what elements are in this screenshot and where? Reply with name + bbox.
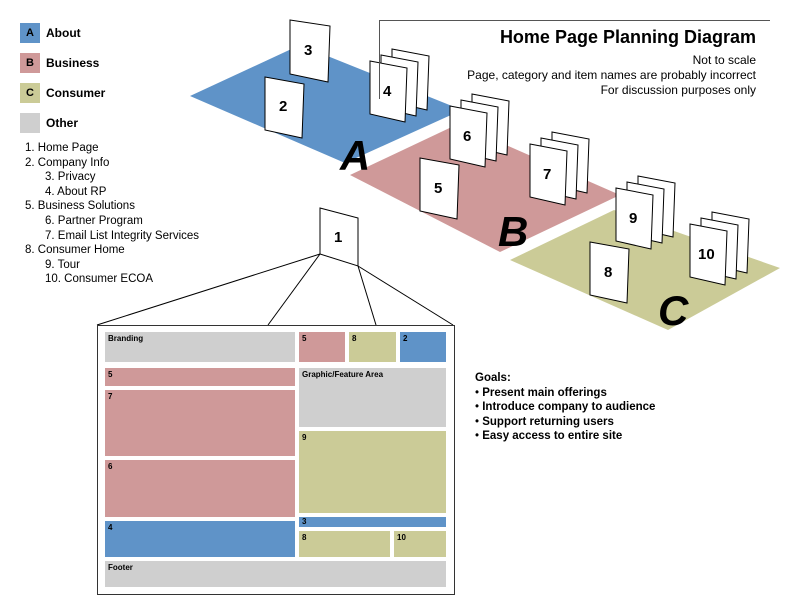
- wire-email-services: 7: [105, 390, 295, 456]
- page-list-item: 3. Privacy: [45, 171, 96, 184]
- note-line: For discussion purposes only: [600, 83, 756, 97]
- goals: Goals: Present main offerings Introduce …: [475, 371, 655, 444]
- plane-b: [350, 124, 620, 252]
- home-page-wireframe: Branding 5 8 2 5 7 6 4 Graphic/Feature A…: [97, 325, 455, 595]
- goal-item: Introduce company to audience: [475, 400, 655, 415]
- page-card-2-label: 2: [279, 98, 287, 115]
- title-box: Home Page Planning Diagram Not to scale …: [379, 20, 770, 99]
- page-list-item: 7. Email List Integrity Services: [45, 229, 200, 242]
- page-list-item: 4. About RP: [45, 185, 107, 198]
- legend-swatch-c: C: [20, 83, 40, 103]
- legend-label-consumer: Consumer: [46, 86, 106, 100]
- page-card-9-label: 9: [629, 210, 637, 227]
- wire-top-about: 2: [400, 332, 446, 362]
- plane-a-letter: A: [339, 132, 370, 179]
- page-card-8: [589, 241, 630, 304]
- page-card-9: [615, 187, 654, 250]
- legend-item-about: A About: [20, 23, 81, 43]
- diagram-title: Home Page Planning Diagram: [499, 27, 756, 47]
- wire-footer: Footer: [105, 561, 446, 587]
- page-list-item: 8. Consumer Home: [25, 244, 125, 257]
- legend-label-business: Business: [46, 56, 100, 70]
- page-list-item: 6. Partner Program: [45, 214, 143, 227]
- wire-top-business: 5: [299, 332, 345, 362]
- wire-partner-program: 6: [105, 460, 295, 517]
- page-list-item: 2. Company Info: [25, 156, 110, 169]
- legend-item-consumer: C Consumer: [20, 83, 105, 103]
- page-card-6: [449, 105, 488, 168]
- plane-c-letter: C: [658, 287, 689, 334]
- legend-swatch-a: A: [20, 23, 40, 43]
- page-card-1-label: 1: [334, 229, 342, 246]
- page-card-3: [289, 19, 331, 83]
- goal-item: Present main offerings: [475, 386, 655, 401]
- page-card-2: [264, 76, 305, 139]
- plane-a: [190, 45, 462, 163]
- wire-consumer-home: 8: [299, 531, 390, 557]
- goal-item: Easy access to entire site: [475, 429, 655, 444]
- page-list-item: 9. Tour: [45, 258, 80, 271]
- page-card-5: [419, 157, 460, 220]
- page-card-4-label: 4: [383, 83, 392, 100]
- note-line: Not to scale: [692, 53, 756, 67]
- note-line: Page, category and item names are probab…: [467, 68, 756, 82]
- zoom-lines: [96, 253, 454, 326]
- page-list-item: 1. Home Page: [25, 142, 99, 154]
- plane-c: [510, 210, 780, 330]
- wire-business-solutions: 5: [105, 368, 295, 386]
- page-card-3-label: 3: [304, 42, 312, 59]
- page-card-10: [689, 223, 728, 286]
- goal-item: Support returning users: [475, 415, 655, 430]
- wire-top-consumer: 8: [349, 332, 396, 362]
- plane-b-letter: B: [498, 208, 528, 255]
- legend-label-other: Other: [46, 116, 79, 130]
- page-list-item: 5. Business Solutions: [25, 200, 135, 213]
- goals-heading: Goals:: [475, 372, 511, 384]
- page-card-8-label: 8: [604, 264, 612, 281]
- wire-tour: 9: [299, 431, 446, 513]
- wire-privacy: 3: [299, 517, 446, 527]
- page-card-7: [529, 143, 568, 206]
- legend-swatch-b: B: [20, 53, 40, 73]
- page-list-item: 10. Consumer ECOA: [45, 273, 154, 286]
- page-card-6-label: 6: [463, 128, 471, 145]
- legend-item-other: Other: [20, 113, 78, 133]
- wire-feature-area: Graphic/Feature Area: [299, 368, 446, 427]
- page-list: 1. Home Page 2. Company Info 3. Privacy …: [25, 141, 199, 287]
- wire-consumer-ecoa: 10: [394, 531, 446, 557]
- page-card-7-label: 7: [543, 166, 551, 183]
- wire-branding: Branding: [105, 332, 295, 362]
- legend-item-business: B Business: [20, 53, 99, 73]
- page-card-10-label: 10: [698, 246, 715, 263]
- page-card-5-label: 5: [434, 180, 442, 197]
- legend-swatch-other: [20, 113, 40, 133]
- legend-label-about: About: [46, 26, 81, 40]
- wire-about-rp: 4: [105, 521, 295, 557]
